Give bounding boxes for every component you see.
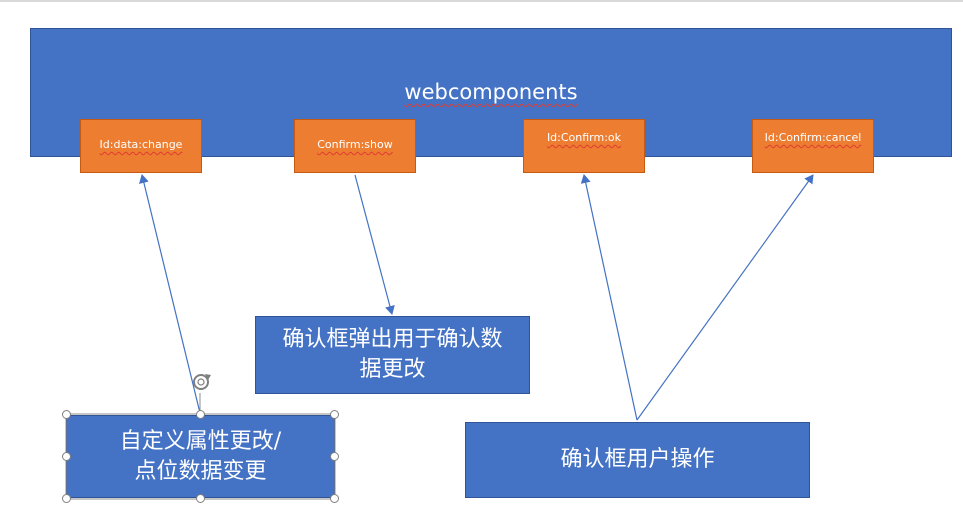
event-confirm-cancel-box[interactable]: Id:Confirm:cancel [752,119,874,173]
connector-user-action-to-cancel[interactable] [636,174,814,421]
confirm-popup-line1: 确认框弹出用于确认数 [282,327,503,352]
user-action-box[interactable]: 确认框用户操作 [465,422,810,498]
event-data-change-label: Id:data:change [99,138,183,151]
connector-confirm-show-to-popup[interactable] [354,174,395,315]
attr-change-line2: 点位数据变更 [134,458,267,484]
event-confirm-show-label: Confirm:show [317,138,393,151]
webcomponents-title: webcomponents [404,80,578,104]
selection-outline [65,413,336,500]
resize-handle-middle-right[interactable] [330,452,339,461]
resize-handle-bottom-center[interactable] [196,494,205,503]
connector-attr-to-data-change[interactable] [139,174,201,414]
event-confirm-ok-label: Id:Confirm:ok [546,131,622,144]
confirm-popup-box[interactable]: 确认框弹出用于确认数 据更改 [255,316,530,394]
resize-handle-bottom-right[interactable] [330,494,339,503]
event-confirm-ok-box[interactable]: Id:Confirm:ok [523,119,645,173]
event-data-change-box[interactable]: Id:data:change [80,119,202,173]
resize-handle-middle-left[interactable] [62,452,71,461]
resize-handle-top-center[interactable] [196,410,205,419]
rotate-handle-icon[interactable] [193,374,211,390]
resize-handle-top-left[interactable] [62,410,71,419]
confirm-popup-line2: 据更改 [359,357,426,382]
resize-handle-top-right[interactable] [330,410,339,419]
user-action-label: 确认框用户操作 [560,447,715,472]
attr-change-line1: 自定义属性更改/ [119,428,282,454]
resize-handle-bottom-left[interactable] [62,494,71,503]
top-divider [0,0,963,2]
event-confirm-show-box[interactable]: Confirm:show [294,119,416,173]
connector-user-action-to-ok[interactable] [580,174,638,421]
event-confirm-cancel-label: Id:Confirm:cancel [764,131,862,144]
attr-change-box[interactable]: 自定义属性更改/ 点位数据变更 [66,415,335,498]
